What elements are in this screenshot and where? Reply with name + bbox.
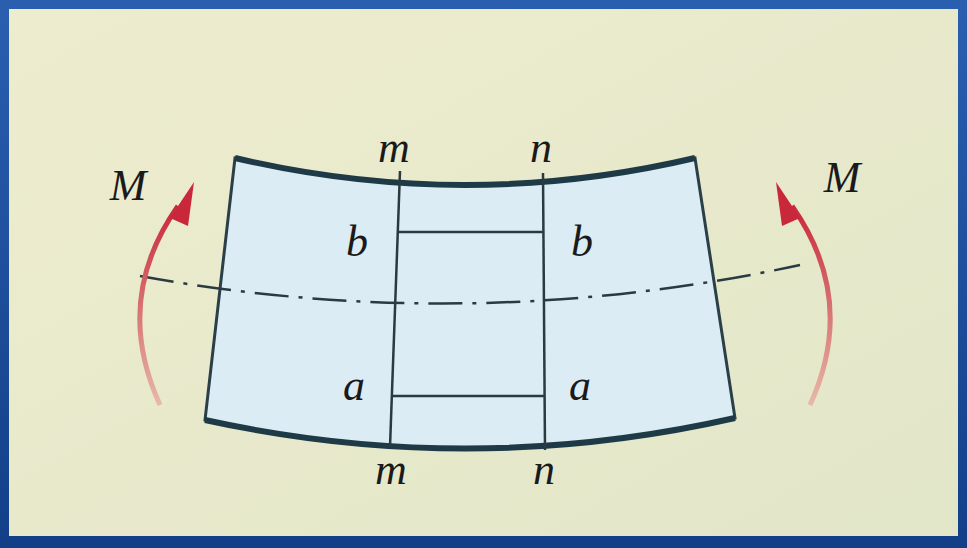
section-label: n [530, 126, 552, 170]
section-line-mm [390, 171, 400, 447]
beam-top-edge [235, 158, 695, 185]
panel [9, 9, 958, 536]
fiber-label: b [571, 220, 593, 264]
moment-label: M [824, 156, 861, 200]
fiber-label: a [569, 364, 591, 408]
moment-arrow-left [140, 206, 178, 405]
fiber-line-aa [393, 395, 545, 398]
moment-arrowhead-right [776, 182, 800, 226]
section-line-nn [543, 173, 545, 450]
section-label: m [375, 448, 407, 492]
beam-body [205, 158, 735, 449]
moment-arrowhead-left [170, 182, 194, 226]
fiber-label: a [343, 364, 365, 408]
moment-arrow-right [792, 206, 830, 405]
beam-bottom-edge [205, 418, 735, 449]
section-label: n [533, 448, 555, 492]
section-label: m [378, 126, 410, 170]
moment-label: M [110, 164, 147, 208]
fiber-label: b [346, 220, 368, 264]
fiber-line-bb [398, 231, 543, 234]
neutral-axis [140, 265, 800, 303]
